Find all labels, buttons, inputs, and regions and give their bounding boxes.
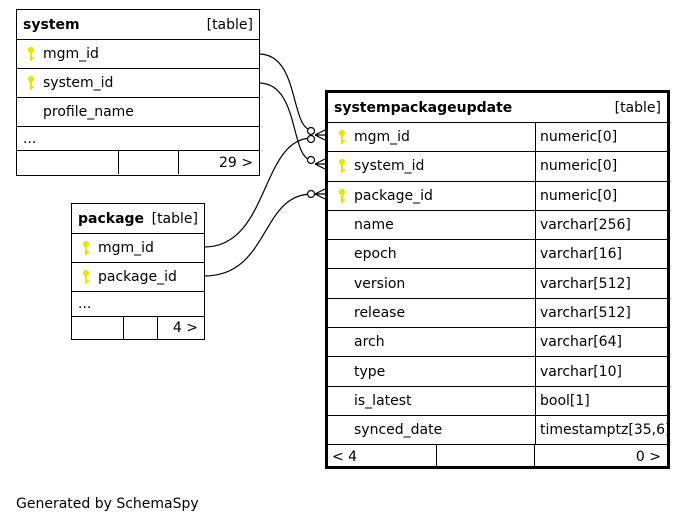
link-package-package-id: [203, 193, 313, 277]
key-icon: [27, 46, 35, 61]
column-type: timestamptz[35,6]: [540, 422, 671, 439]
column-type: numeric[0]: [540, 158, 618, 175]
column-row[interactable]: type varchar[10]: [328, 357, 667, 387]
column-name: system_id: [43, 75, 114, 91]
column-row[interactable]: package_id: [72, 263, 204, 292]
column-type: bool[1]: [540, 392, 590, 409]
column-row[interactable]: version varchar[512]: [328, 269, 667, 299]
crowfoot-system-id: [306, 155, 326, 170]
table-footer: 4 >: [72, 317, 204, 339]
column-name: mgm_id: [354, 129, 410, 146]
column-divider: [535, 240, 536, 269]
column-type: varchar[256]: [540, 217, 631, 234]
key-icon: [338, 188, 346, 203]
parent-count[interactable]: < 4: [328, 445, 437, 469]
column-row[interactable]: synced_date timestamptz[35,6]: [328, 415, 671, 446]
column-row[interactable]: arch varchar[64]: [328, 328, 667, 358]
key-icon: [82, 240, 90, 255]
column-type: varchar[16]: [540, 246, 622, 263]
key-icon: [27, 75, 35, 90]
column-name: package_id: [354, 187, 433, 204]
crowfoot-mgm-id: [306, 126, 326, 144]
column-name: system_id: [354, 158, 425, 175]
table-name: systempackageupdate: [334, 99, 513, 116]
column-name: name: [354, 217, 394, 234]
column-name: profile_name: [43, 104, 134, 120]
column-row[interactable]: name varchar[256]: [328, 210, 667, 241]
table-package[interactable]: package [table] mgm_id package_id ... 4 …: [71, 203, 205, 340]
more-columns: ...: [17, 127, 259, 151]
column-divider: [535, 386, 536, 415]
column-type: varchar[10]: [540, 363, 622, 380]
column-name: release: [354, 304, 406, 321]
crowfoot-package-id: [306, 188, 326, 200]
column-type: numeric[0]: [540, 129, 618, 146]
column-name: package_id: [98, 269, 177, 285]
column-divider: [535, 210, 536, 240]
column-divider: [535, 298, 536, 328]
column-row[interactable]: mgm_id numeric[0]: [328, 123, 667, 153]
column-type: numeric[0]: [540, 187, 618, 204]
column-name: synced_date: [354, 422, 443, 439]
more-columns: ...: [72, 292, 204, 317]
table-footer: < 4 0 >: [328, 445, 667, 469]
column-row[interactable]: is_latest bool[1]: [328, 386, 667, 416]
column-row[interactable]: system_id: [17, 69, 259, 98]
column-row[interactable]: mgm_id: [17, 40, 259, 69]
key-icon: [338, 129, 346, 145]
table-system[interactable]: system [table] mgm_id system_id profile_…: [16, 9, 260, 176]
ellipsis: ...: [78, 296, 92, 312]
column-name: version: [354, 275, 406, 292]
link-system-mgm-id: [258, 53, 313, 131]
column-row[interactable]: release varchar[512]: [328, 298, 667, 329]
column-divider: [535, 152, 536, 181]
column-name: is_latest: [354, 392, 412, 409]
column-name: mgm_id: [98, 240, 154, 256]
generator-credit: Generated by SchemaSpy: [16, 496, 199, 512]
column-name: mgm_id: [43, 46, 99, 62]
column-divider: [535, 415, 536, 445]
column-divider: [535, 269, 536, 298]
table-header: systempackageupdate [table]: [328, 93, 667, 123]
column-type: varchar[512]: [540, 304, 631, 321]
column-name: epoch: [354, 246, 397, 263]
table-kind: [table]: [614, 99, 661, 116]
child-count[interactable]: 4 >: [172, 320, 198, 336]
key-icon: [82, 269, 90, 284]
column-name: type: [354, 363, 386, 380]
table-kind: [table]: [206, 16, 253, 33]
column-row[interactable]: profile_name: [17, 98, 259, 127]
column-type: varchar[64]: [540, 334, 622, 351]
table-footer: 29 >: [17, 151, 259, 174]
child-count[interactable]: 29 >: [219, 154, 253, 171]
table-header: system [table]: [17, 10, 259, 40]
column-row[interactable]: mgm_id: [72, 234, 204, 263]
table-header: package [table]: [72, 204, 204, 234]
column-name: arch: [354, 334, 385, 351]
table-kind: [table]: [151, 210, 198, 227]
column-divider: [535, 357, 536, 386]
column-row[interactable]: epoch varchar[16]: [328, 240, 667, 270]
column-row[interactable]: package_id numeric[0]: [328, 181, 667, 211]
child-count[interactable]: 0 >: [635, 448, 661, 465]
table-name: package: [78, 210, 145, 227]
column-row[interactable]: system_id numeric[0]: [328, 152, 667, 182]
column-divider: [535, 181, 536, 210]
column-divider: [535, 328, 536, 357]
column-divider: [535, 123, 536, 152]
column-type: varchar[512]: [540, 275, 631, 292]
table-name: system: [23, 16, 80, 33]
key-icon: [338, 159, 346, 174]
link-system-system-id: [258, 82, 313, 161]
ellipsis: ...: [23, 130, 37, 147]
